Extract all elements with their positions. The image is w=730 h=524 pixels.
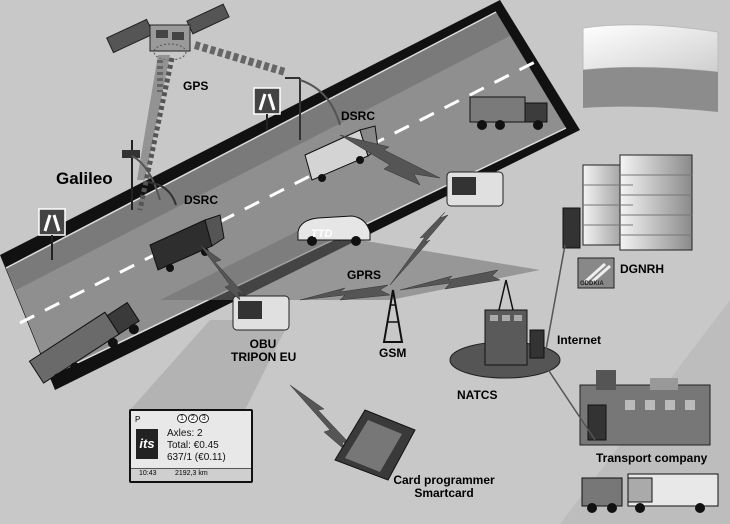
gddkia-logo	[577, 257, 615, 289]
truck-icon	[149, 214, 225, 272]
screen-total: Total: €0.45	[167, 440, 219, 451]
dgnrh-label: DGNRH	[620, 262, 664, 276]
galileo-label: Galileo	[56, 169, 113, 188]
truck-icon	[469, 96, 548, 130]
building-icon	[449, 279, 561, 379]
screen-footer: 10:43 2192,3 km	[131, 468, 251, 481]
car-icon	[297, 215, 371, 246]
natcs-label: NATCS	[457, 388, 498, 402]
dsrc-label-left: DSRC	[184, 193, 219, 207]
card-programmer-label: Card programmer Smartcard	[392, 473, 496, 501]
screen-segment: 637/1 (€0.11)	[167, 452, 226, 463]
gps-label: GPS	[183, 79, 209, 93]
gsm-label: GSM	[379, 346, 407, 360]
gddkia-logo-text: GDDKiA	[580, 281, 604, 287]
building-icon	[562, 154, 693, 251]
card-programmer-icon	[334, 409, 416, 481]
its-logo: its	[136, 429, 158, 459]
internet-label: Internet	[557, 333, 602, 347]
screen-time: 10:43	[139, 470, 157, 477]
screen-axles: Axles: 2	[167, 428, 203, 439]
wireless-link-icon	[199, 134, 501, 451]
screen-tab-2: 2	[187, 414, 198, 423]
gps-beams	[137, 41, 287, 211]
motorway-sign-icon	[253, 87, 281, 130]
taxi-sign-text: TTD	[311, 228, 333, 240]
truck-icon	[581, 473, 719, 513]
dsrc-label-top: DSRC	[341, 109, 376, 123]
motorway-sign-icon	[38, 208, 66, 260]
roadside-unit-icon	[446, 171, 504, 207]
antenna-tower-icon	[382, 289, 404, 343]
obu-label-line1: OBU	[249, 337, 277, 351]
poland-flag-icon	[582, 24, 719, 112]
obu-label: OBU TRIPON EU	[231, 337, 297, 365]
screen-distance: 2192,3 km	[175, 470, 208, 477]
transport-company-label: Transport company	[596, 451, 708, 465]
screen-tab-3: 3	[198, 414, 209, 423]
screen-mode-indicator: P	[135, 415, 141, 424]
obu-device-icon	[232, 295, 290, 331]
obu-label-line2: TRIPON EU	[231, 350, 297, 365]
building-icon	[579, 370, 711, 446]
dsrc-gantry	[122, 77, 341, 210]
gprs-label: GPRS	[347, 268, 382, 282]
card-programmer-line2: Smartcard	[414, 486, 474, 501]
satellite-icon	[106, 3, 230, 61]
screen-tab-1: 1	[177, 414, 187, 423]
truck-icon	[28, 301, 140, 384]
network-lines	[544, 244, 596, 441]
card-programmer-line1: Card programmer	[393, 473, 495, 487]
